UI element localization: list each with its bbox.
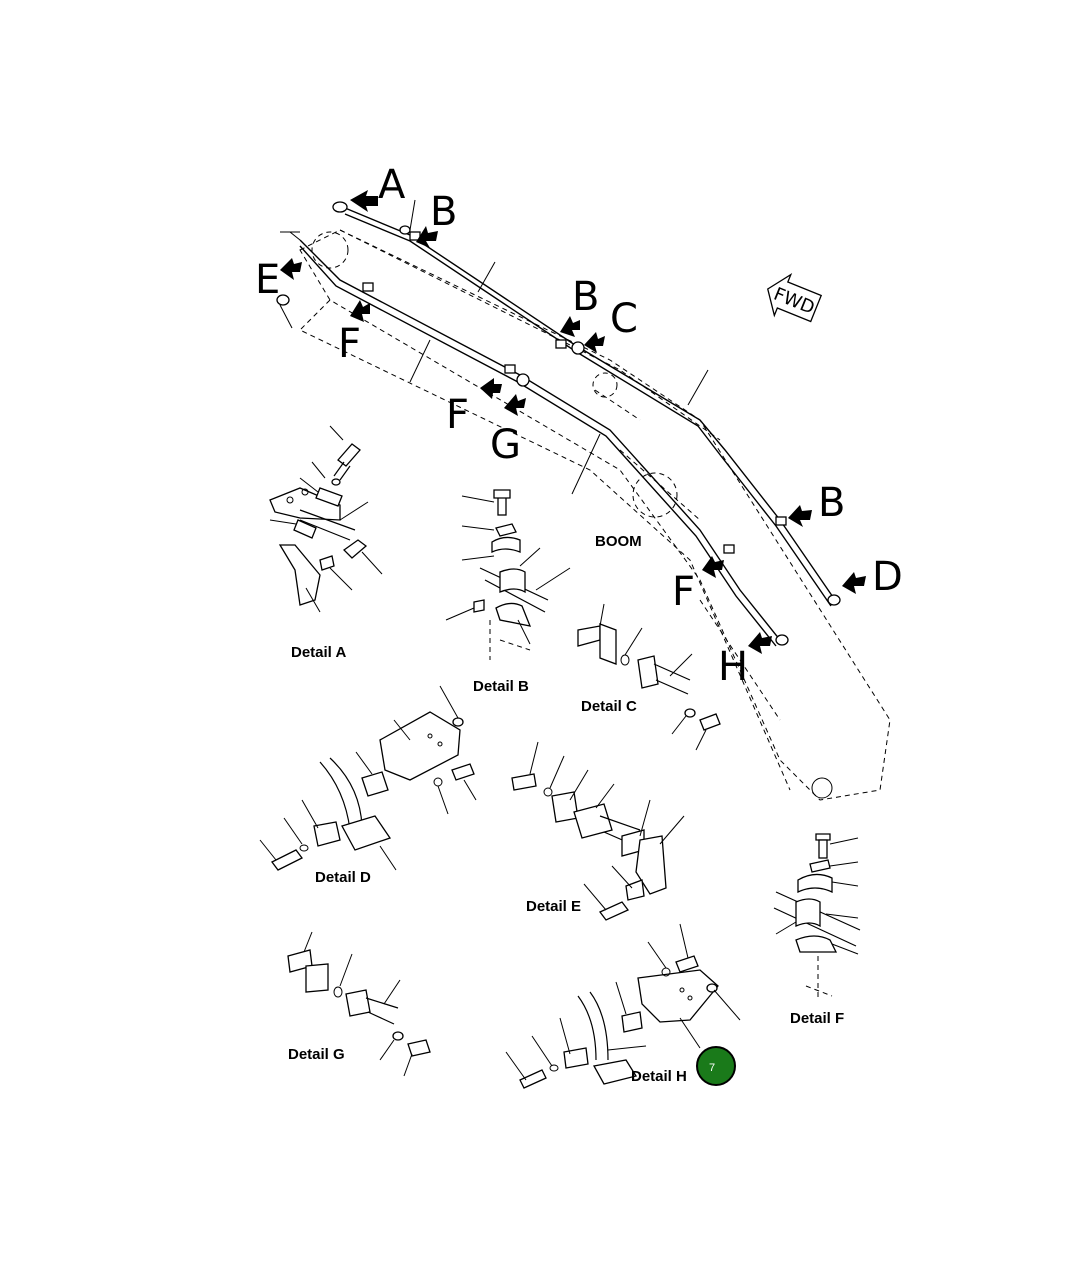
- callout-c: C: [610, 296, 638, 342]
- page-badge-number: 7: [709, 1062, 715, 1074]
- detail-a-drawing: [269, 425, 383, 613]
- callout-a: A: [378, 162, 406, 208]
- detail-d-drawing: [259, 685, 477, 871]
- arrow-icon: [748, 632, 772, 654]
- arrow-icon: [504, 394, 526, 416]
- page-badge-circle: [696, 1046, 736, 1086]
- fwd-direction-icon: FWD: [767, 272, 823, 323]
- detail-f-label: Detail F: [790, 1010, 844, 1027]
- callout-d: D: [872, 554, 903, 600]
- callout-f-right: F: [672, 569, 695, 615]
- detail-b-drawing: [445, 489, 571, 660]
- callout-b-mid: B: [572, 274, 599, 320]
- callout-f-left: F: [338, 321, 361, 367]
- detail-h-drawing: [505, 923, 741, 1089]
- callout-f-mid: F: [446, 392, 469, 438]
- arrow-icon: [584, 332, 605, 353]
- detail-c-label: Detail C: [581, 698, 637, 715]
- arrow-icon: [480, 378, 502, 399]
- callout-b-right: B: [818, 480, 845, 526]
- callout-b-top: B: [430, 189, 457, 235]
- detail-c-drawing: [577, 603, 721, 751]
- arrow-icon: [842, 572, 866, 594]
- callout-e: E: [255, 257, 280, 303]
- detail-e-drawing: [511, 741, 685, 921]
- arrow-icon: [560, 316, 580, 337]
- hose-fittings: [276, 201, 841, 646]
- detail-d-label: Detail D: [315, 869, 371, 886]
- page-number-badge[interactable]: 7: [696, 1046, 736, 1086]
- arrow-icon: [350, 190, 378, 212]
- arrow-icon: [702, 556, 724, 578]
- boom-label: BOOM: [595, 533, 642, 550]
- detail-b-label: Detail B: [473, 678, 529, 695]
- callout-letters: A B E F B C F G B F D H: [255, 162, 903, 690]
- detail-h-label: Detail H: [631, 1068, 687, 1085]
- detail-g-label: Detail G: [288, 1046, 345, 1063]
- detail-g-drawing: [287, 931, 431, 1077]
- arrow-icon: [416, 226, 438, 248]
- arrow-icon: [788, 505, 812, 527]
- detail-e-label: Detail E: [526, 898, 581, 915]
- callout-arrows: [280, 190, 866, 654]
- detail-a-label: Detail A: [291, 644, 346, 661]
- boom-outline: [299, 229, 891, 801]
- callout-g: G: [490, 422, 521, 468]
- hose-lines: [280, 207, 836, 647]
- leader-lines: [279, 199, 709, 495]
- detail-f-drawing: [773, 833, 861, 1000]
- arrow-icon: [280, 258, 302, 280]
- callout-h: H: [718, 644, 748, 690]
- arrow-icon: [350, 300, 370, 322]
